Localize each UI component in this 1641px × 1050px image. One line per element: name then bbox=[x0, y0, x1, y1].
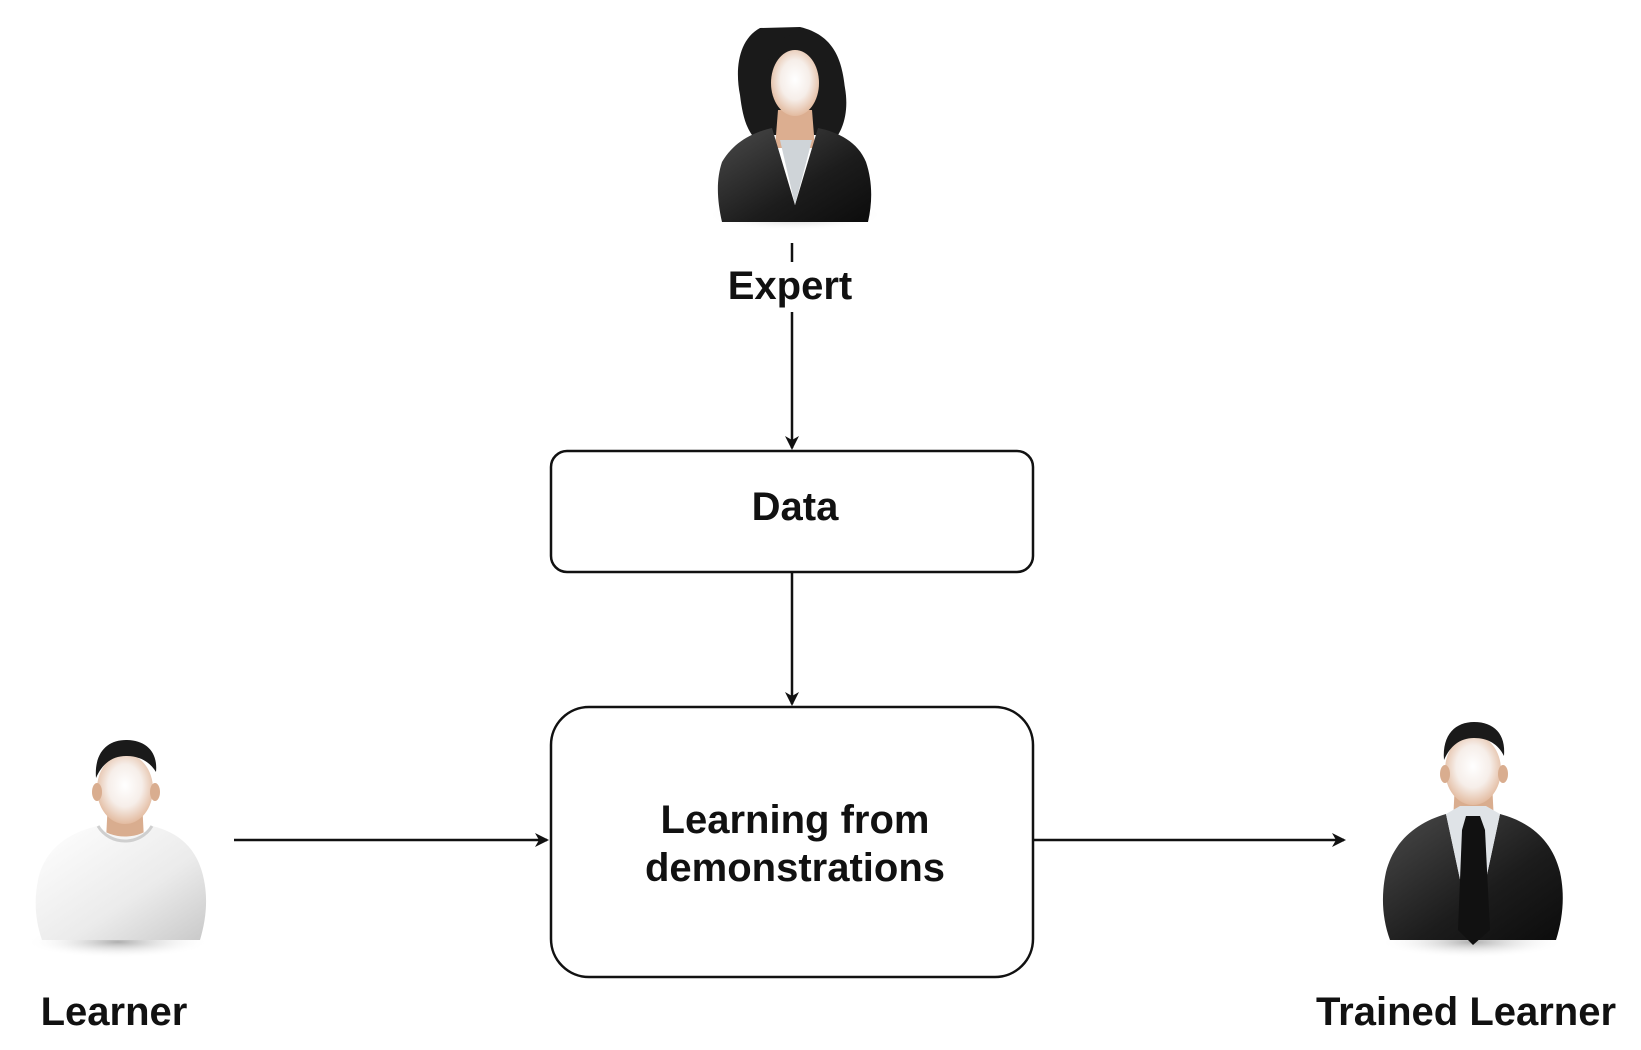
learning-box bbox=[549, 705, 1035, 979]
casual-man-avatar-icon bbox=[26, 740, 210, 958]
data-box bbox=[549, 449, 1035, 574]
trained-learner-label: Trained Learner bbox=[1315, 990, 1617, 1034]
learning-box-label: Learning from demonstrations bbox=[644, 798, 946, 890]
learner-label: Learner bbox=[40, 990, 188, 1034]
businessman-avatar-icon bbox=[1380, 722, 1564, 958]
data-box-label: Data bbox=[751, 485, 839, 529]
businesswoman-avatar-icon bbox=[707, 27, 883, 231]
expert-label: Expert bbox=[690, 262, 890, 310]
